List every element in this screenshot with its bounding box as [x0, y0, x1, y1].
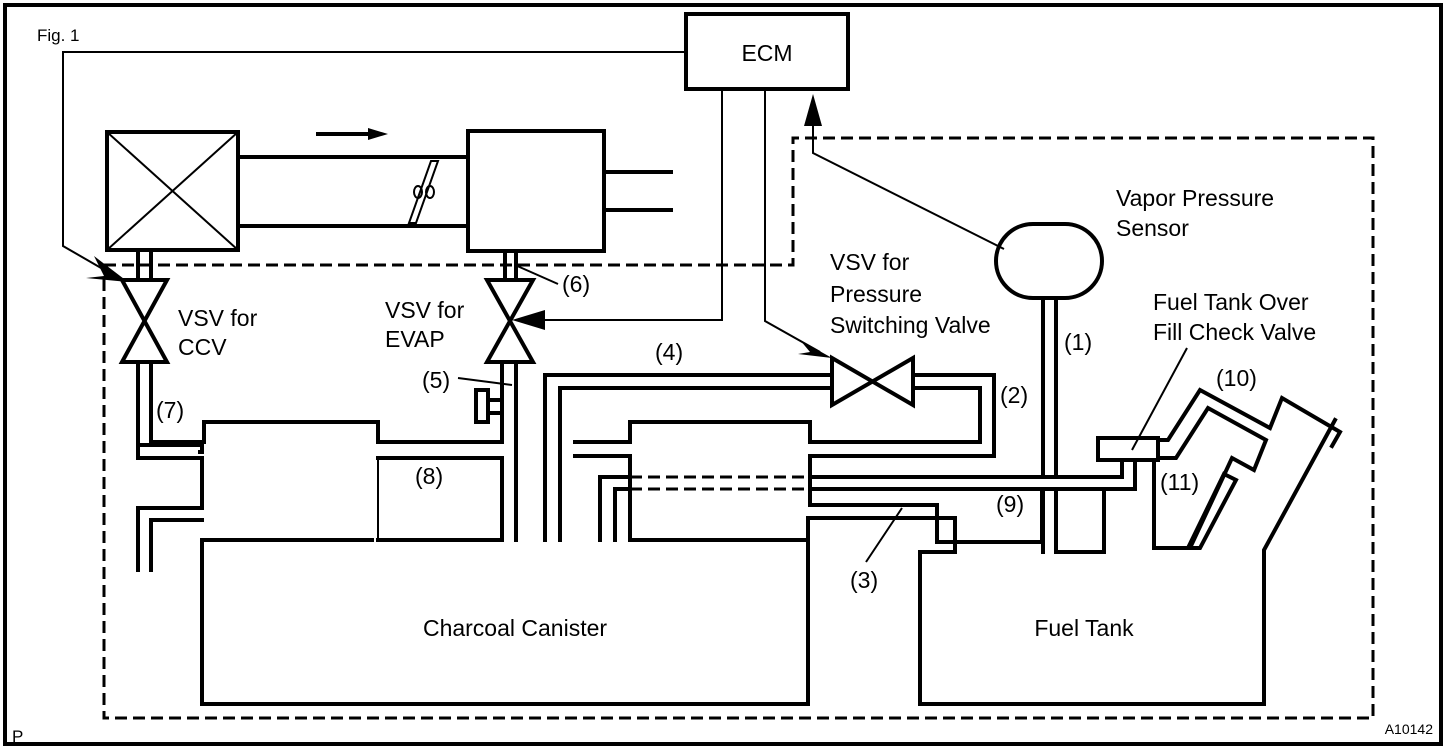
pipe-9-bottom: [808, 458, 1137, 491]
ccv-signal-arrowhead: [86, 256, 128, 282]
callout-1: (1): [1064, 329, 1092, 355]
ecm-label: ECM: [741, 40, 792, 66]
breather-pipe-11: [1184, 471, 1239, 550]
purge-port-5: [474, 388, 490, 424]
callout-9: (9): [996, 491, 1024, 517]
ecm-to-psv-wire: [764, 89, 821, 353]
filler-neck-10-outer: [1156, 387, 1343, 449]
vent-pipe-inner: [149, 518, 204, 572]
tank-vent-pipe-b: [613, 487, 632, 542]
charcoal-canister: [200, 538, 810, 706]
vsv-evap-valve: [483, 278, 537, 364]
figure-frame: [3, 3, 1443, 746]
evap-signal-arrowhead: [512, 310, 545, 330]
fuel-tank-label: Fuel Tank: [1034, 615, 1134, 641]
vsv-psv-label-2: Pressure: [830, 281, 922, 307]
vsv-ccv-valve: [118, 278, 171, 364]
vapor-sensor-label-2: Sensor: [1116, 215, 1189, 241]
air-cleaner: [105, 130, 240, 252]
callout-5-leader: [457, 377, 513, 386]
charcoal-canister-label: Charcoal Canister: [423, 615, 607, 641]
figure-title: Fig. 1: [37, 26, 80, 45]
fill-check-valve: [1096, 436, 1160, 462]
ecm-to-ccv-wire: [62, 51, 686, 273]
canister-inlet-pipe: [573, 454, 632, 542]
pipe-4-outer: [543, 373, 834, 542]
fuel-tank: [918, 417, 1338, 706]
throttle-shaft: [425, 185, 435, 199]
pipe-2-inner: [573, 386, 982, 444]
pipe-4-inner: [558, 386, 834, 542]
vsv-psv-label-3: Switching Valve: [830, 312, 991, 338]
callout-10: (10): [1216, 365, 1257, 391]
callout-6: (6): [562, 271, 590, 297]
vsv-psv-label-1: VSV for: [830, 249, 910, 275]
ccv-pipe-7-inner: [149, 360, 504, 444]
callout-11: (11): [1160, 469, 1199, 495]
ecm-to-evap-wire: [522, 89, 723, 321]
callout-6-leader: [514, 264, 559, 285]
vapor-pressure-sensor: [994, 222, 1104, 300]
filler-neck-10-inner: [1152, 405, 1269, 550]
pipe-3-lower: [806, 516, 957, 554]
check-valve-leader: [1131, 347, 1188, 451]
check-valve-label-2: Fill Check Valve: [1153, 319, 1316, 345]
pipe-2-outer: [808, 373, 996, 458]
intake-manifold: [466, 129, 606, 253]
pipe-1-lower-right: [1054, 487, 1106, 554]
callout-7: (7): [156, 397, 184, 423]
airflow-arrowhead: [368, 128, 388, 140]
vsv-evap-label-2: EVAP: [385, 326, 445, 352]
canister-chamber-8: [376, 456, 504, 542]
throttle-valve: [407, 160, 440, 224]
ccv-pipe-7-outer: [136, 443, 204, 510]
vsv-pressure-switching-valve: [830, 354, 915, 409]
check-valve-label-1: Fuel Tank Over: [1153, 289, 1309, 315]
system-boundary-dashed: [102, 136, 1375, 720]
air-cleaner-cross: [106, 131, 239, 251]
vsv-ccv-label-1: VSV for: [178, 305, 258, 331]
corner-mark: P: [12, 727, 23, 746]
pipe-9-top: [808, 458, 1124, 479]
callout-2: (2): [1000, 382, 1028, 408]
callout-4: (4): [655, 339, 683, 365]
vsv-evap-label-1: VSV for: [385, 297, 465, 323]
ecm-input-arrowhead: [804, 94, 822, 126]
callout-8: (8): [415, 463, 443, 489]
ccv-pipe-7: [136, 360, 204, 454]
vapor-sensor-label-1: Vapor Pressure: [1116, 185, 1274, 211]
callout-3-leader: [865, 507, 903, 563]
sensor-to-ecm-wire: [812, 108, 1005, 250]
vsv-ccv-label-2: CCV: [178, 334, 227, 360]
throttle-shaft: [413, 185, 423, 199]
figure-code: A10142: [1385, 721, 1433, 737]
vent-pipe-outer: [136, 506, 204, 572]
callout-5: (5): [422, 367, 450, 393]
tank-vent-pipe-a: [598, 475, 632, 542]
psv-signal-arrowhead: [798, 340, 832, 358]
callout-3: (3): [850, 567, 878, 593]
